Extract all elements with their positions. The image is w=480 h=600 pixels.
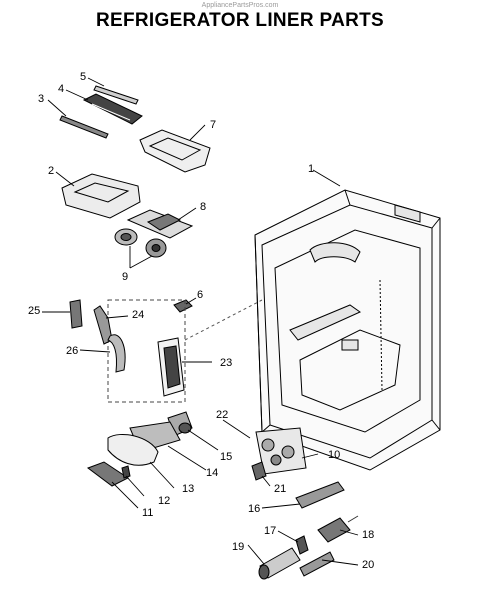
callout-26: 26 bbox=[66, 345, 78, 357]
callout-21: 21 bbox=[274, 483, 286, 495]
part-10 bbox=[255, 427, 307, 475]
callout-24: 24 bbox=[132, 309, 144, 321]
part-5 bbox=[93, 85, 139, 105]
part-18 bbox=[317, 515, 359, 543]
callout-20: 20 bbox=[362, 559, 374, 571]
callout-12: 12 bbox=[158, 495, 170, 507]
callout-16: 16 bbox=[248, 503, 260, 515]
diagram-title: REFRIGERATOR LINER PARTS bbox=[96, 10, 384, 31]
callout-23: 23 bbox=[220, 357, 232, 369]
part-16 bbox=[295, 481, 345, 509]
part-24 bbox=[93, 305, 113, 345]
part-23 bbox=[157, 337, 185, 397]
callout-15: 15 bbox=[220, 451, 232, 463]
part-21 bbox=[251, 461, 267, 481]
assembly-group-box bbox=[107, 299, 186, 403]
callout-6: 6 bbox=[197, 289, 203, 301]
part-7 bbox=[139, 129, 211, 173]
part-3 bbox=[59, 115, 109, 139]
callout-3: 3 bbox=[38, 93, 44, 105]
callout-11: 11 bbox=[142, 507, 153, 519]
callout-19: 19 bbox=[232, 541, 244, 553]
part-11 bbox=[86, 461, 129, 487]
callout-5: 5 bbox=[80, 71, 86, 83]
part-13 bbox=[107, 434, 159, 466]
part-17 bbox=[295, 535, 309, 555]
part-2 bbox=[61, 173, 141, 219]
part-25 bbox=[69, 299, 83, 329]
part-19 bbox=[258, 547, 301, 580]
leader-lines bbox=[42, 77, 359, 566]
part-4 bbox=[82, 93, 143, 125]
part-8 bbox=[126, 209, 194, 239]
callout-4: 4 bbox=[58, 83, 64, 95]
callout-25: 25 bbox=[28, 305, 40, 317]
callout-18: 18 bbox=[362, 529, 374, 541]
callout-1: 1 bbox=[308, 163, 314, 175]
callout-7: 7 bbox=[210, 119, 216, 131]
part-12 bbox=[121, 465, 131, 479]
callout-22: 22 bbox=[216, 409, 228, 421]
callout-17: 17 bbox=[264, 525, 276, 537]
callout-labels: 1 2 3 4 5 6 7 8 9 10 11 12 13 14 15 16 1… bbox=[28, 71, 374, 571]
part-9 bbox=[114, 228, 167, 258]
callout-10: 10 bbox=[328, 449, 340, 461]
callout-13: 13 bbox=[182, 483, 194, 495]
callout-8: 8 bbox=[200, 201, 206, 213]
callout-2: 2 bbox=[48, 165, 54, 177]
part-26 bbox=[107, 334, 126, 373]
callout-14: 14 bbox=[206, 467, 218, 479]
callout-9: 9 bbox=[122, 271, 128, 283]
watermark: AppliancePartsPros.com bbox=[201, 2, 279, 9]
part-20 bbox=[299, 551, 335, 577]
part-liner bbox=[254, 189, 441, 471]
